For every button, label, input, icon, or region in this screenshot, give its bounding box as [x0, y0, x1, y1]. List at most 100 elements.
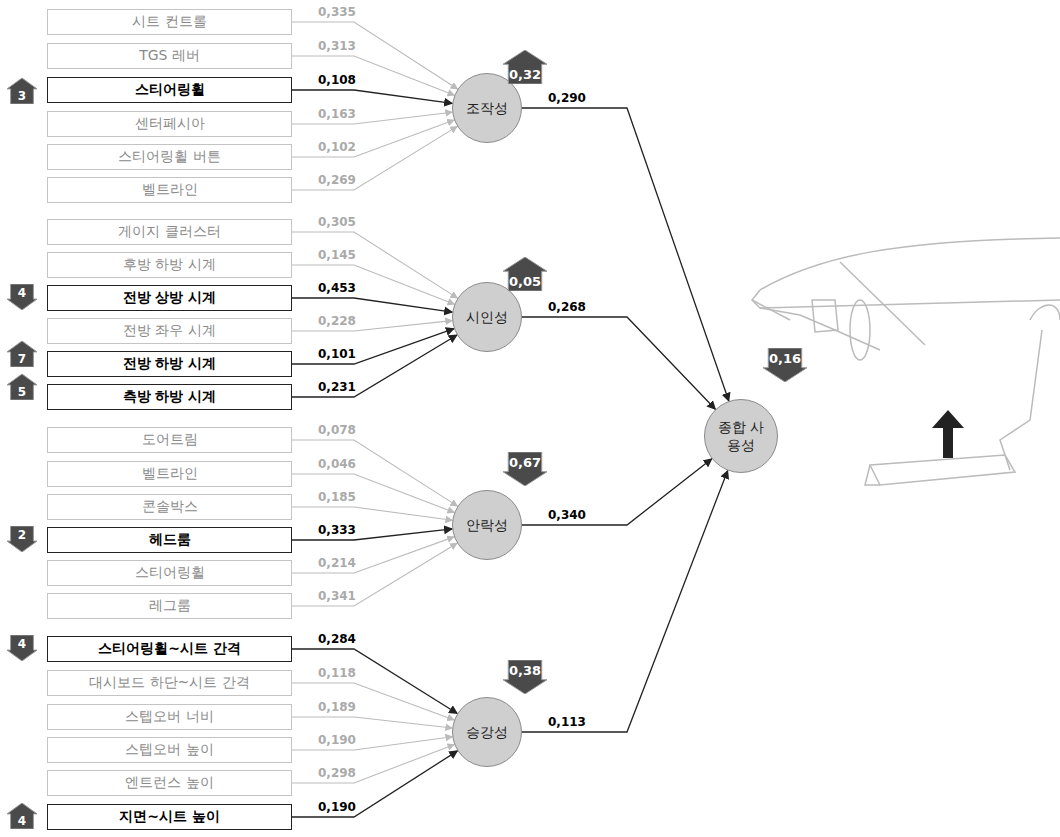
node-text: 도어트림: [142, 431, 198, 449]
weight-connector: [292, 298, 452, 312]
change-callout: 5: [7, 374, 37, 400]
weight-connector: [292, 126, 457, 190]
overall-circle: 종합 사용성: [704, 399, 778, 473]
weight-label: 0,145: [316, 248, 358, 262]
factor-box: 스티어링휠: [47, 560, 292, 586]
node-text: 스텝오버 높이: [125, 741, 213, 759]
node-text: 벨트라인: [142, 465, 198, 483]
factor-box: 레그룸: [47, 593, 292, 619]
weight-label: 0,185: [316, 490, 358, 504]
factor-box: 게이지 클러스터: [47, 219, 292, 245]
node-text: 게이지 클러스터: [118, 223, 220, 241]
weight-connector: [522, 108, 729, 401]
weight-label: 0,268: [546, 300, 588, 314]
factor-box: TGS 레버: [47, 43, 292, 69]
change-callout: 7: [7, 341, 37, 367]
node-text: 측방 하방 시계: [123, 388, 217, 406]
weight-label: 0,102: [316, 140, 358, 154]
factor-box: 콘솔박스: [47, 494, 292, 520]
change-callout: 0,16: [763, 348, 807, 382]
weight-label: 0,113: [546, 715, 588, 729]
category-circle: 안락성: [452, 490, 522, 560]
change-callout: 3: [7, 78, 37, 104]
weight-label: 0,284: [316, 632, 358, 646]
node-text: 콘솔박스: [142, 498, 198, 516]
callout-number: 2: [7, 528, 37, 542]
change-callout: 0,38: [503, 660, 547, 694]
node-text: 전방 상방 시계: [123, 289, 217, 307]
change-callout: 2: [7, 526, 37, 552]
callout-number: 3: [7, 89, 37, 103]
node-text: 스텝오버 너비: [125, 708, 213, 726]
category-circle: 시인성: [452, 282, 522, 352]
factor-box: 스티어링휠 버튼: [47, 144, 292, 170]
change-callout: 4: [7, 803, 37, 829]
weight-label: 0,231: [316, 380, 358, 394]
factor-box: 후방 하방 시계: [47, 252, 292, 278]
node-text: 스티어링휠: [135, 564, 205, 582]
node-text: 헤드룸: [149, 531, 191, 549]
weight-connector: [292, 507, 452, 520]
change-callout: 0,67: [503, 452, 547, 486]
factor-box: 벨트라인: [47, 461, 292, 487]
callout-number: 5: [7, 385, 37, 399]
callout-number: 4: [7, 637, 37, 651]
weight-label: 0,335: [316, 5, 358, 19]
factor-box: 스티어링휠: [47, 77, 292, 103]
weight-label: 0,163: [316, 107, 358, 121]
weight-label: 0,333: [316, 523, 358, 537]
weight-label: 0,305: [316, 215, 358, 229]
factor-box: 전방 하방 시계: [47, 351, 292, 377]
change-callout: 4: [7, 284, 37, 310]
weight-label: 0,341: [316, 589, 358, 603]
node-text: 스티어링휠 버튼: [118, 148, 220, 166]
factor-box: 스티어링휠~시트 간격: [47, 636, 292, 662]
weight-connector: [292, 717, 452, 728]
weight-connector: [292, 90, 452, 103]
change-callout: 4: [7, 635, 37, 661]
weight-connector: [522, 317, 715, 409]
weight-label: 0,453: [316, 281, 358, 295]
node-text: 승강성: [462, 723, 512, 741]
node-text: 후방 하방 시계: [123, 256, 216, 274]
node-text: 스티어링휠: [135, 81, 205, 99]
weight-label: 0,290: [546, 91, 588, 105]
weight-connector: [292, 329, 454, 364]
factor-box: 전방 상방 시계: [47, 285, 292, 311]
weight-connector: [292, 649, 457, 713]
factor-box: 벨트라인: [47, 177, 292, 203]
node-text: 시인성: [462, 308, 512, 326]
weight-label: 0,101: [316, 347, 358, 361]
weight-connector: [292, 745, 454, 783]
factor-box: 센터페시아: [47, 111, 292, 137]
node-text: 전방 하방 시계: [123, 355, 217, 373]
weight-label: 0,108: [316, 73, 358, 87]
weight-connector: [292, 683, 454, 720]
weight-connector: [522, 459, 712, 525]
weight-label: 0,118: [316, 666, 358, 680]
node-text: TGS 레버: [139, 47, 200, 65]
weight-label: 0,298: [316, 766, 358, 780]
weight-label: 0,190: [316, 733, 358, 747]
weight-connector: [292, 751, 458, 817]
callout-number: 4: [7, 814, 37, 828]
node-text: 벨트라인: [142, 181, 198, 199]
category-circle: 승강성: [452, 697, 522, 767]
weight-label: 0,313: [316, 39, 358, 53]
car-outline: [752, 238, 1060, 485]
factor-box: 시트 컨트롤: [47, 9, 292, 35]
factor-box: 전방 좌우 시계: [47, 318, 292, 344]
weight-label: 0,228: [316, 314, 358, 328]
callout-number: 0,05: [503, 274, 547, 289]
callout-number: 0,16: [763, 351, 807, 366]
callout-number: 0,38: [503, 663, 547, 678]
factor-box: 지면~시트 높이: [47, 804, 292, 830]
node-text: 지면~시트 높이: [119, 808, 220, 826]
callout-number: 0,67: [503, 455, 547, 470]
weight-label: 0,214: [316, 556, 358, 570]
node-text: 안락성: [462, 516, 512, 534]
weight-connector: [522, 471, 728, 732]
factor-box: 대시보드 하단~시트 간격: [47, 670, 292, 696]
factor-box: 스텝오버 너비: [47, 704, 292, 730]
change-callout: 0,05: [503, 257, 547, 291]
